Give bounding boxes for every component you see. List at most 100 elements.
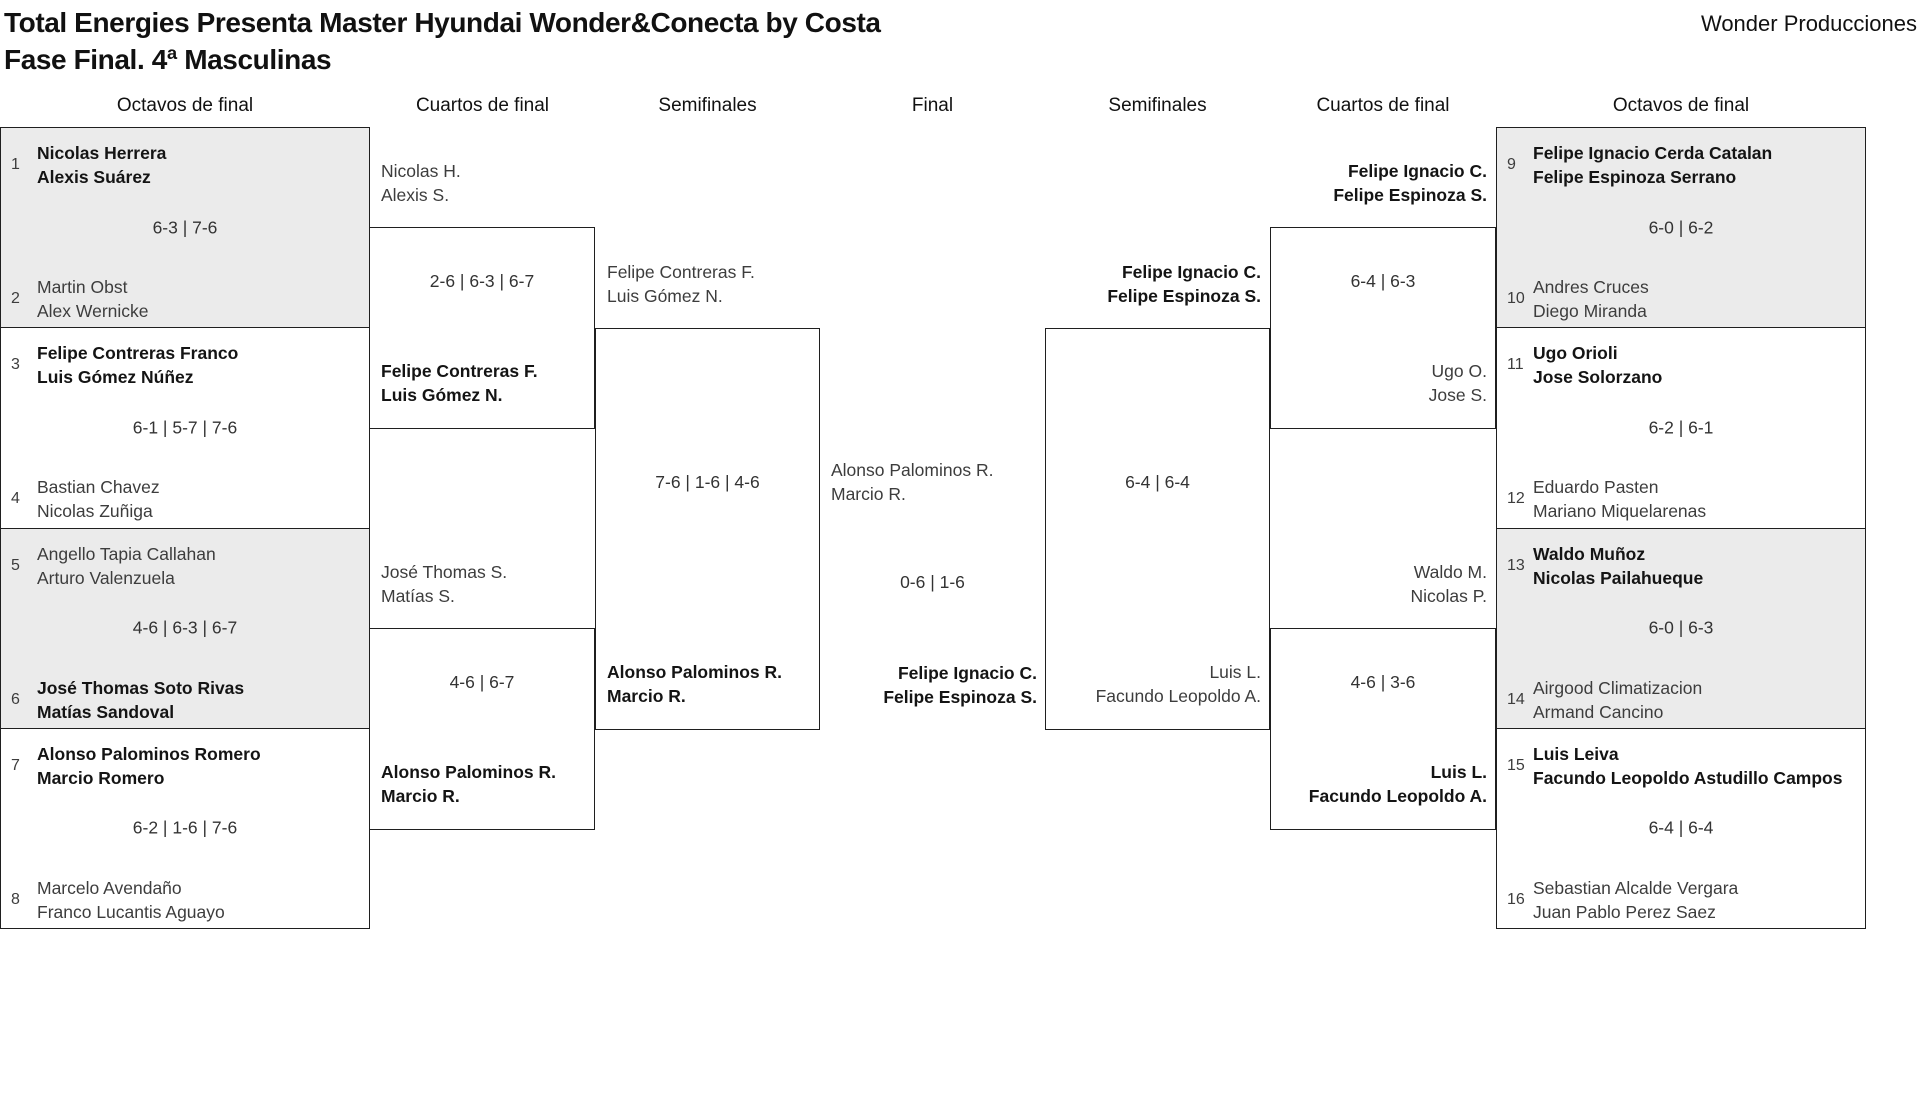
match-score: 0-6 | 1-6	[900, 571, 965, 592]
seed-number: 5	[11, 556, 20, 574]
qf-right-match-2: Waldo M.Nicolas P. 4-6 | 3-6 Luis L.Facu…	[1270, 562, 1496, 830]
seed-number: 13	[1507, 556, 1525, 574]
brand-label: Wonder Producciones	[1700, 11, 1917, 36]
player-name: Felipe Ignacio C.	[897, 663, 1037, 683]
player-name: Alonso Palominos R.	[381, 762, 557, 782]
player-name: Matías Sandoval	[37, 701, 175, 722]
match-score: 2-6 | 6-3 | 6-7	[429, 271, 535, 291]
player-name: Nicolas H.	[381, 161, 461, 181]
seed-number: 11	[1507, 356, 1524, 374]
sf-left-match: Felipe Contreras F.Luis Gómez N. 7-6 | 1…	[595, 262, 820, 730]
seed-number: 8	[11, 890, 20, 908]
round-header-semis-right: Semifinales	[1108, 95, 1207, 116]
seed-number: 4	[11, 490, 20, 508]
player-name: Matías S.	[381, 586, 455, 606]
player-name: Bastian Chavez	[37, 477, 160, 498]
team-entry: Alonso Palominos R.Marcio R.	[607, 660, 811, 708]
player-name: Felipe Contreras Franco	[37, 343, 239, 364]
title-line-1: Total Energies Presenta Master Hyundai W…	[4, 7, 881, 38]
player-name: Diego Miranda	[1533, 301, 1647, 321]
player-name: Alex Wernicke	[37, 301, 149, 321]
player-name: Nicolas Herrera	[37, 143, 167, 163]
seed-number: 1	[11, 156, 20, 173]
player-name: Felipe Contreras F.	[607, 262, 755, 282]
match-score: 4-6 | 6-7	[449, 672, 515, 692]
player-name: Facundo Leopoldo Astudillo Campos	[1533, 767, 1843, 788]
seed-number: 9	[1507, 156, 1516, 173]
player-name: Luis Gómez Núñez	[37, 367, 194, 388]
team-entry: Luis L.Facundo Leopoldo A.	[1282, 760, 1487, 808]
player-name: Marcelo Avendaño	[37, 877, 182, 898]
player-name: Luis Gómez N.	[381, 385, 503, 405]
round-header-final: Final	[911, 95, 954, 116]
seed-number: 3	[11, 356, 20, 374]
match-score: 4-6 | 6-3 | 6-7	[132, 617, 238, 638]
qf-left-match-2: José Thomas S. Matías S. 4-6 | 6-7 Alonso…	[369, 562, 595, 830]
player-name: Felipe Ignacio C.	[1347, 161, 1487, 181]
player-name: Ugo Orioli	[1533, 343, 1618, 364]
team-entry: Luis L. Facundo Leopoldo A.	[1057, 660, 1261, 708]
player-name: Waldo Muñoz	[1533, 543, 1646, 564]
sf-right-match: Felipe Ignacio C.Felipe Espinoza S. 6-4 …	[1045, 262, 1270, 730]
player-name: Martin Obst	[37, 277, 128, 297]
player-name: Sebastian Alcalde Vergara	[1533, 877, 1739, 898]
player-name: Marcio R.	[607, 686, 686, 706]
team-entry: José Thomas S. Matías S.	[381, 560, 586, 608]
seed-number: 14	[1507, 690, 1525, 708]
team-entry: Felipe Ignacio C. Felipe Espinoza S.	[1282, 159, 1487, 207]
page-title: Total Energies Presenta Master Hyundai W…	[4, 4, 881, 78]
seed-number: 16	[1507, 890, 1525, 908]
player-name: Andres Cruces	[1533, 277, 1649, 297]
team-entry: Felipe Contreras F.Luis Gómez N.	[607, 260, 811, 308]
player-name: Airgood Climatizacion	[1533, 677, 1703, 698]
team-entry: Felipe Ignacio C. Felipe Espinoza S.	[831, 661, 1037, 709]
qf-right-match-1: Felipe Ignacio C. Felipe Espinoza S. 6-4 …	[1270, 161, 1496, 429]
match-score: 6-1 | 5-7 | 7-6	[132, 417, 238, 438]
match-score: 6-4 | 6-3	[1350, 271, 1416, 291]
seed-number: 7	[11, 756, 20, 774]
player-name: Ugo O.	[1431, 361, 1487, 381]
seed-number: 6	[11, 690, 20, 708]
team-entry: Waldo M.Nicolas P.	[1282, 560, 1487, 608]
player-name: Nicolas Pailahueque	[1533, 567, 1704, 588]
team-entry: Felipe Contreras F.Luis Gómez N.	[381, 359, 586, 407]
player-name: Facundo Leopoldo A.	[1095, 686, 1261, 706]
player-name: Mariano Miquelarenas	[1533, 501, 1707, 522]
seed-number: 12	[1507, 490, 1525, 508]
player-name: Luis L.	[1209, 662, 1261, 682]
player-name: Nicolas Zuñiga	[37, 501, 153, 522]
player-name: Felipe Espinoza S.	[1107, 286, 1261, 306]
final-match: Alonso Palominos R.Marcio R. 0-6 | 1-6 F…	[820, 460, 1045, 730]
player-name: Felipe Espinoza S.	[1333, 185, 1487, 205]
seed-number: 10	[1507, 290, 1525, 307]
match-score: 6-0 | 6-3	[1648, 617, 1714, 638]
player-name: José Thomas S.	[381, 562, 508, 582]
seed-number: 2	[11, 290, 20, 307]
round-header-semis-left: Semifinales	[658, 95, 757, 116]
player-name: Felipe Espinoza S.	[883, 687, 1037, 707]
player-name: Alexis S.	[381, 185, 450, 205]
team-entry: Ugo O. Jose S.	[1282, 359, 1487, 407]
player-name: Nicolas P.	[1410, 586, 1487, 606]
player-name: Jose Solorzano	[1533, 367, 1663, 388]
player-name: Facundo Leopoldo A.	[1308, 786, 1487, 806]
player-name: Juan Pablo Perez Saez	[1533, 901, 1716, 922]
player-name: Jose S.	[1428, 385, 1487, 405]
team-entry: Felipe Ignacio C.Felipe Espinoza S.	[1057, 260, 1261, 308]
team-entry: Nicolas H. Alexis S.	[381, 159, 586, 207]
player-name: Felipe Ignacio Cerda Catalan	[1533, 143, 1773, 163]
